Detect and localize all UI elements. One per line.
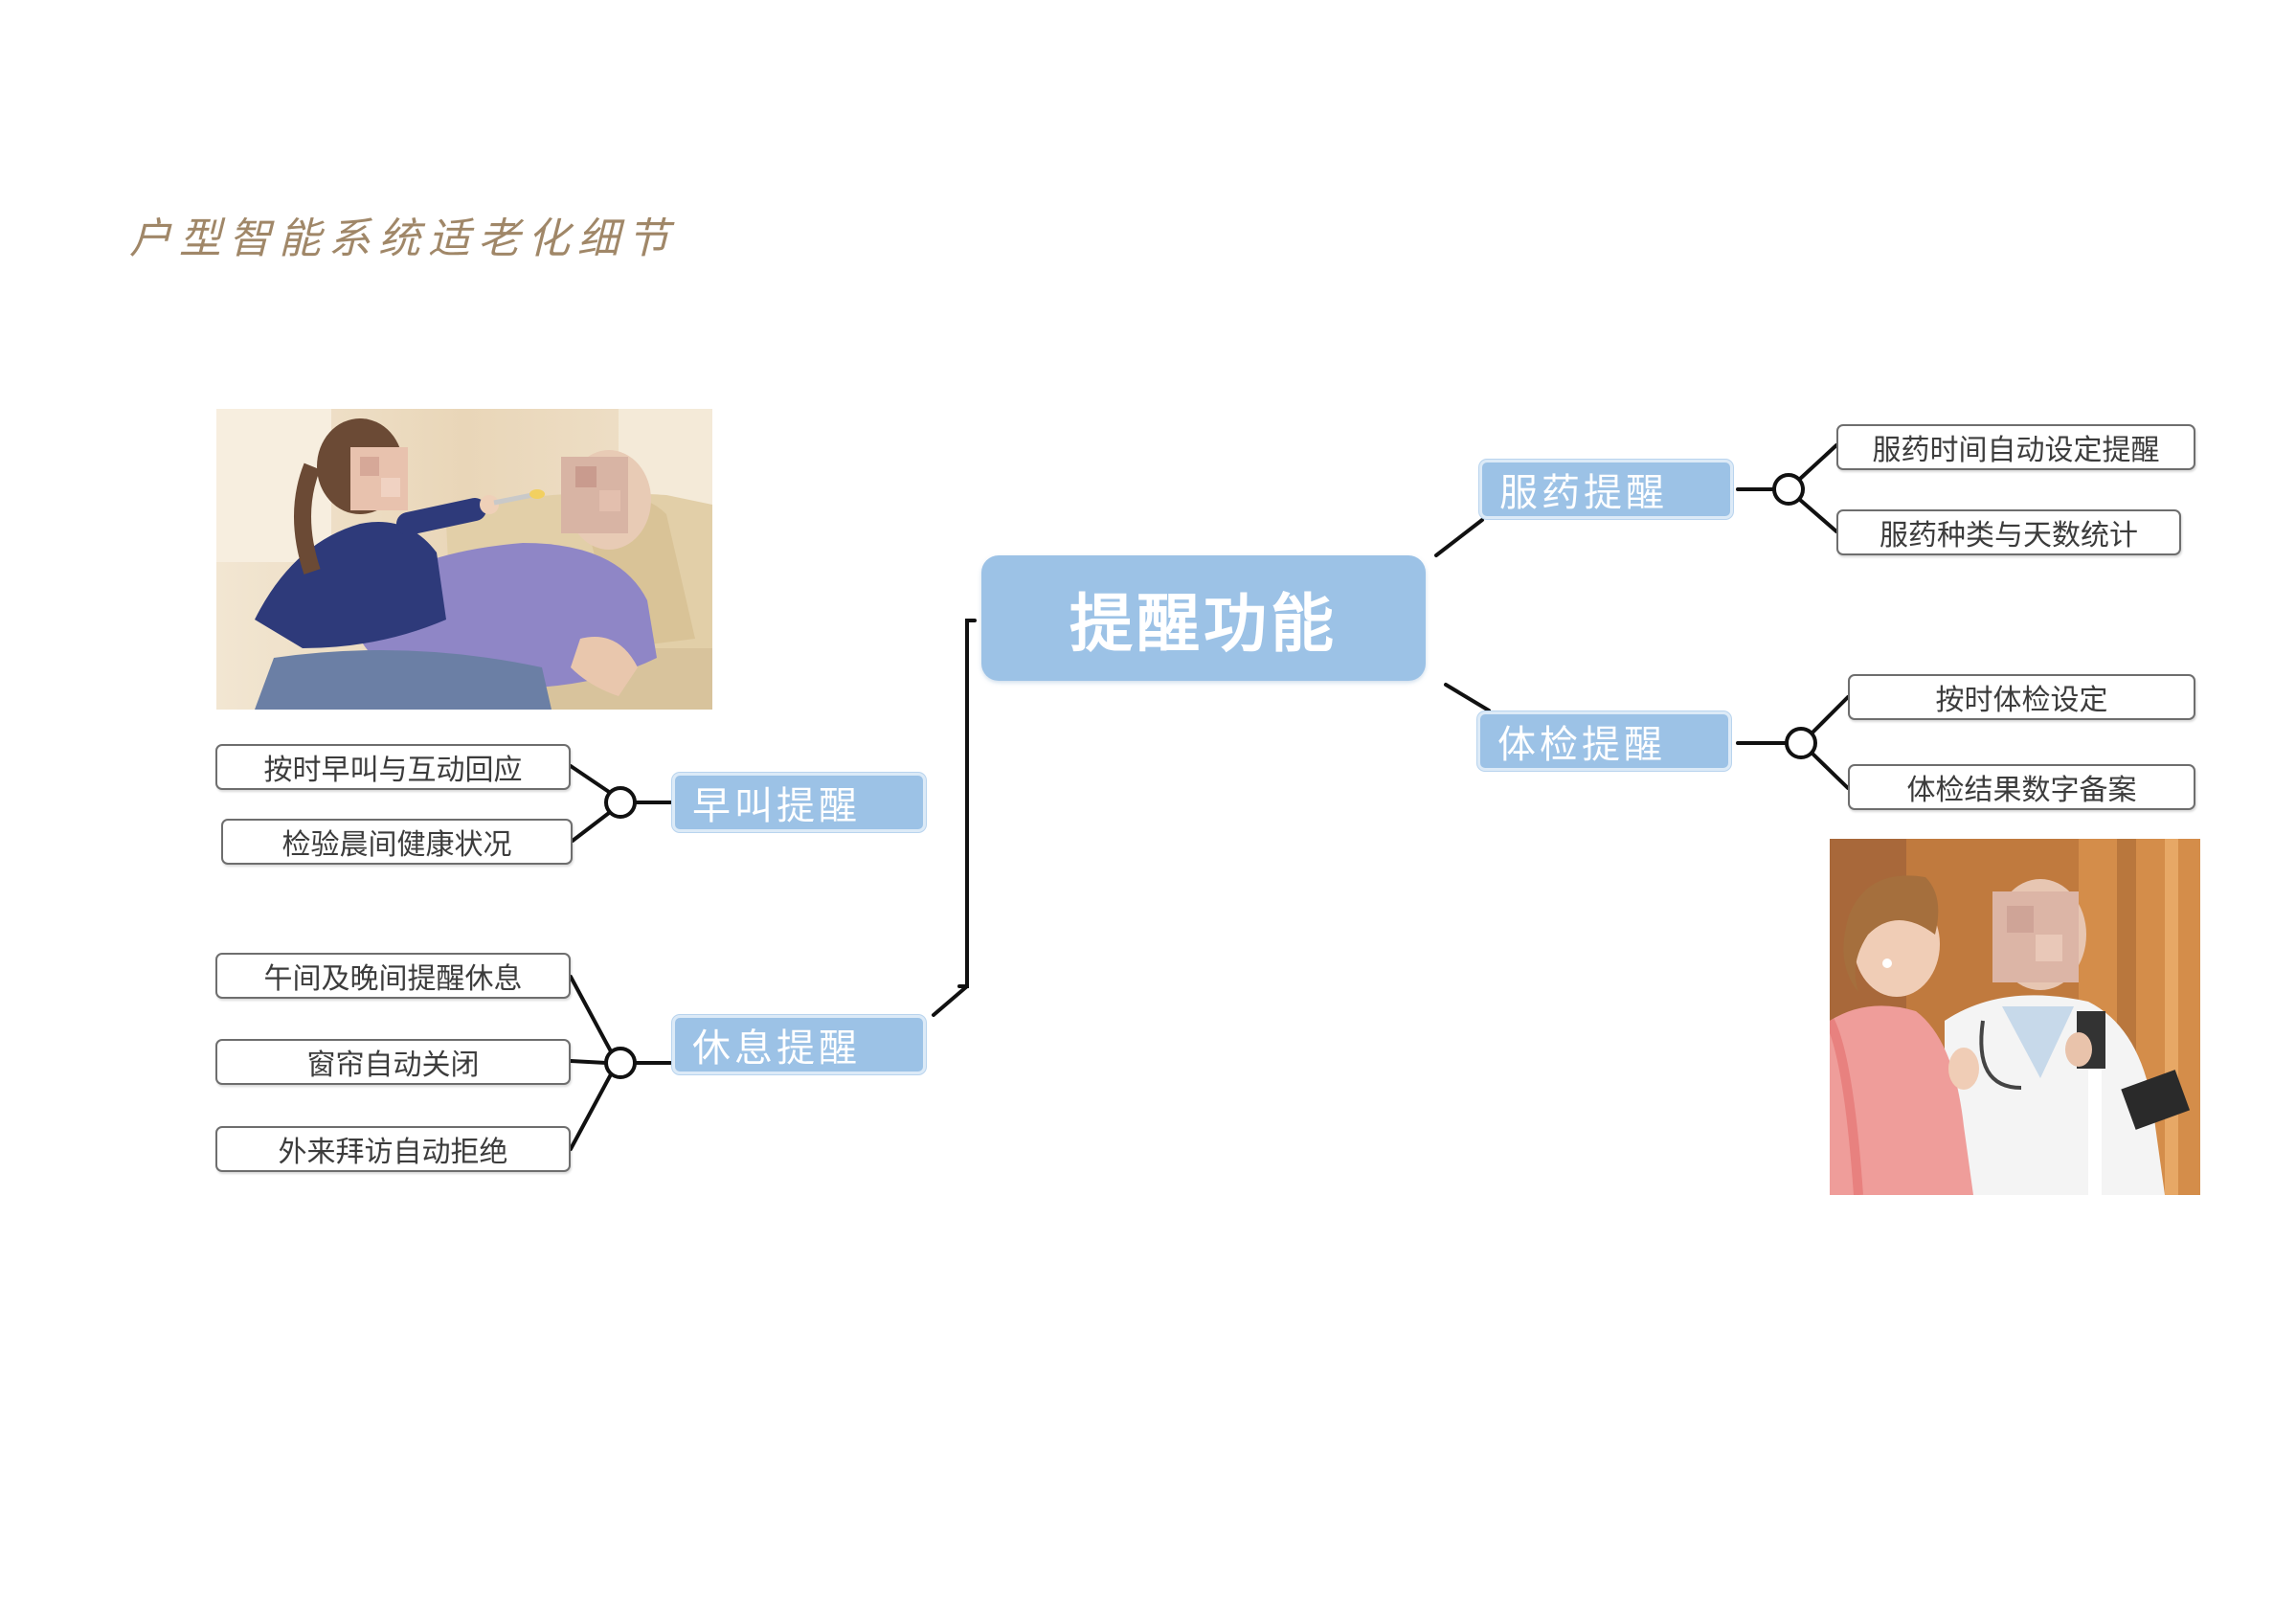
link-center-checkup <box>1444 683 1491 712</box>
leaf-rest-0: 午间及晚间提醒休息 <box>215 953 571 999</box>
leaf-rest-1: 窗帘自动关闭 <box>215 1039 571 1085</box>
branch-node-checkup: 体检提醒 <box>1477 711 1731 771</box>
photo-child-feeding-elder-art <box>216 409 712 710</box>
branch-node-medicine: 服药提醒 <box>1479 460 1733 519</box>
page-title: 户型智能系统适老化细节 <box>129 214 677 263</box>
link-bracket-rest <box>932 984 969 1017</box>
leaf-medicine-1: 服药种类与天数统计 <box>1836 509 2181 555</box>
leaf-medicine-0: 服药时间自动设定提醒 <box>1836 424 2195 470</box>
photo-doctor-consultation-art <box>1830 839 2200 1195</box>
photo-doctor-consultation <box>1830 839 2200 1195</box>
leaf-checkup-0: 按时体检设定 <box>1848 674 2195 720</box>
branch-circle-checkup <box>1785 727 1817 759</box>
branch-node-morning: 早叫提醒 <box>672 773 926 832</box>
link-center-medicine <box>1434 518 1484 557</box>
branch-circle-medicine <box>1772 473 1805 506</box>
branch-circle-morning <box>604 786 637 819</box>
leaf-morning-0: 按时早叫与互动回应 <box>215 744 571 790</box>
leaf-morning-1: 检验晨间健康状况 <box>221 819 573 865</box>
leaf-rest-2: 外来拜访自动拒绝 <box>215 1126 571 1172</box>
center-node: 提醒功能 <box>981 555 1426 681</box>
leaf-checkup-1: 体检结果数字备案 <box>1848 764 2195 810</box>
branch-node-rest: 休息提醒 <box>672 1015 926 1074</box>
photo-child-feeding-elder <box>216 409 712 710</box>
